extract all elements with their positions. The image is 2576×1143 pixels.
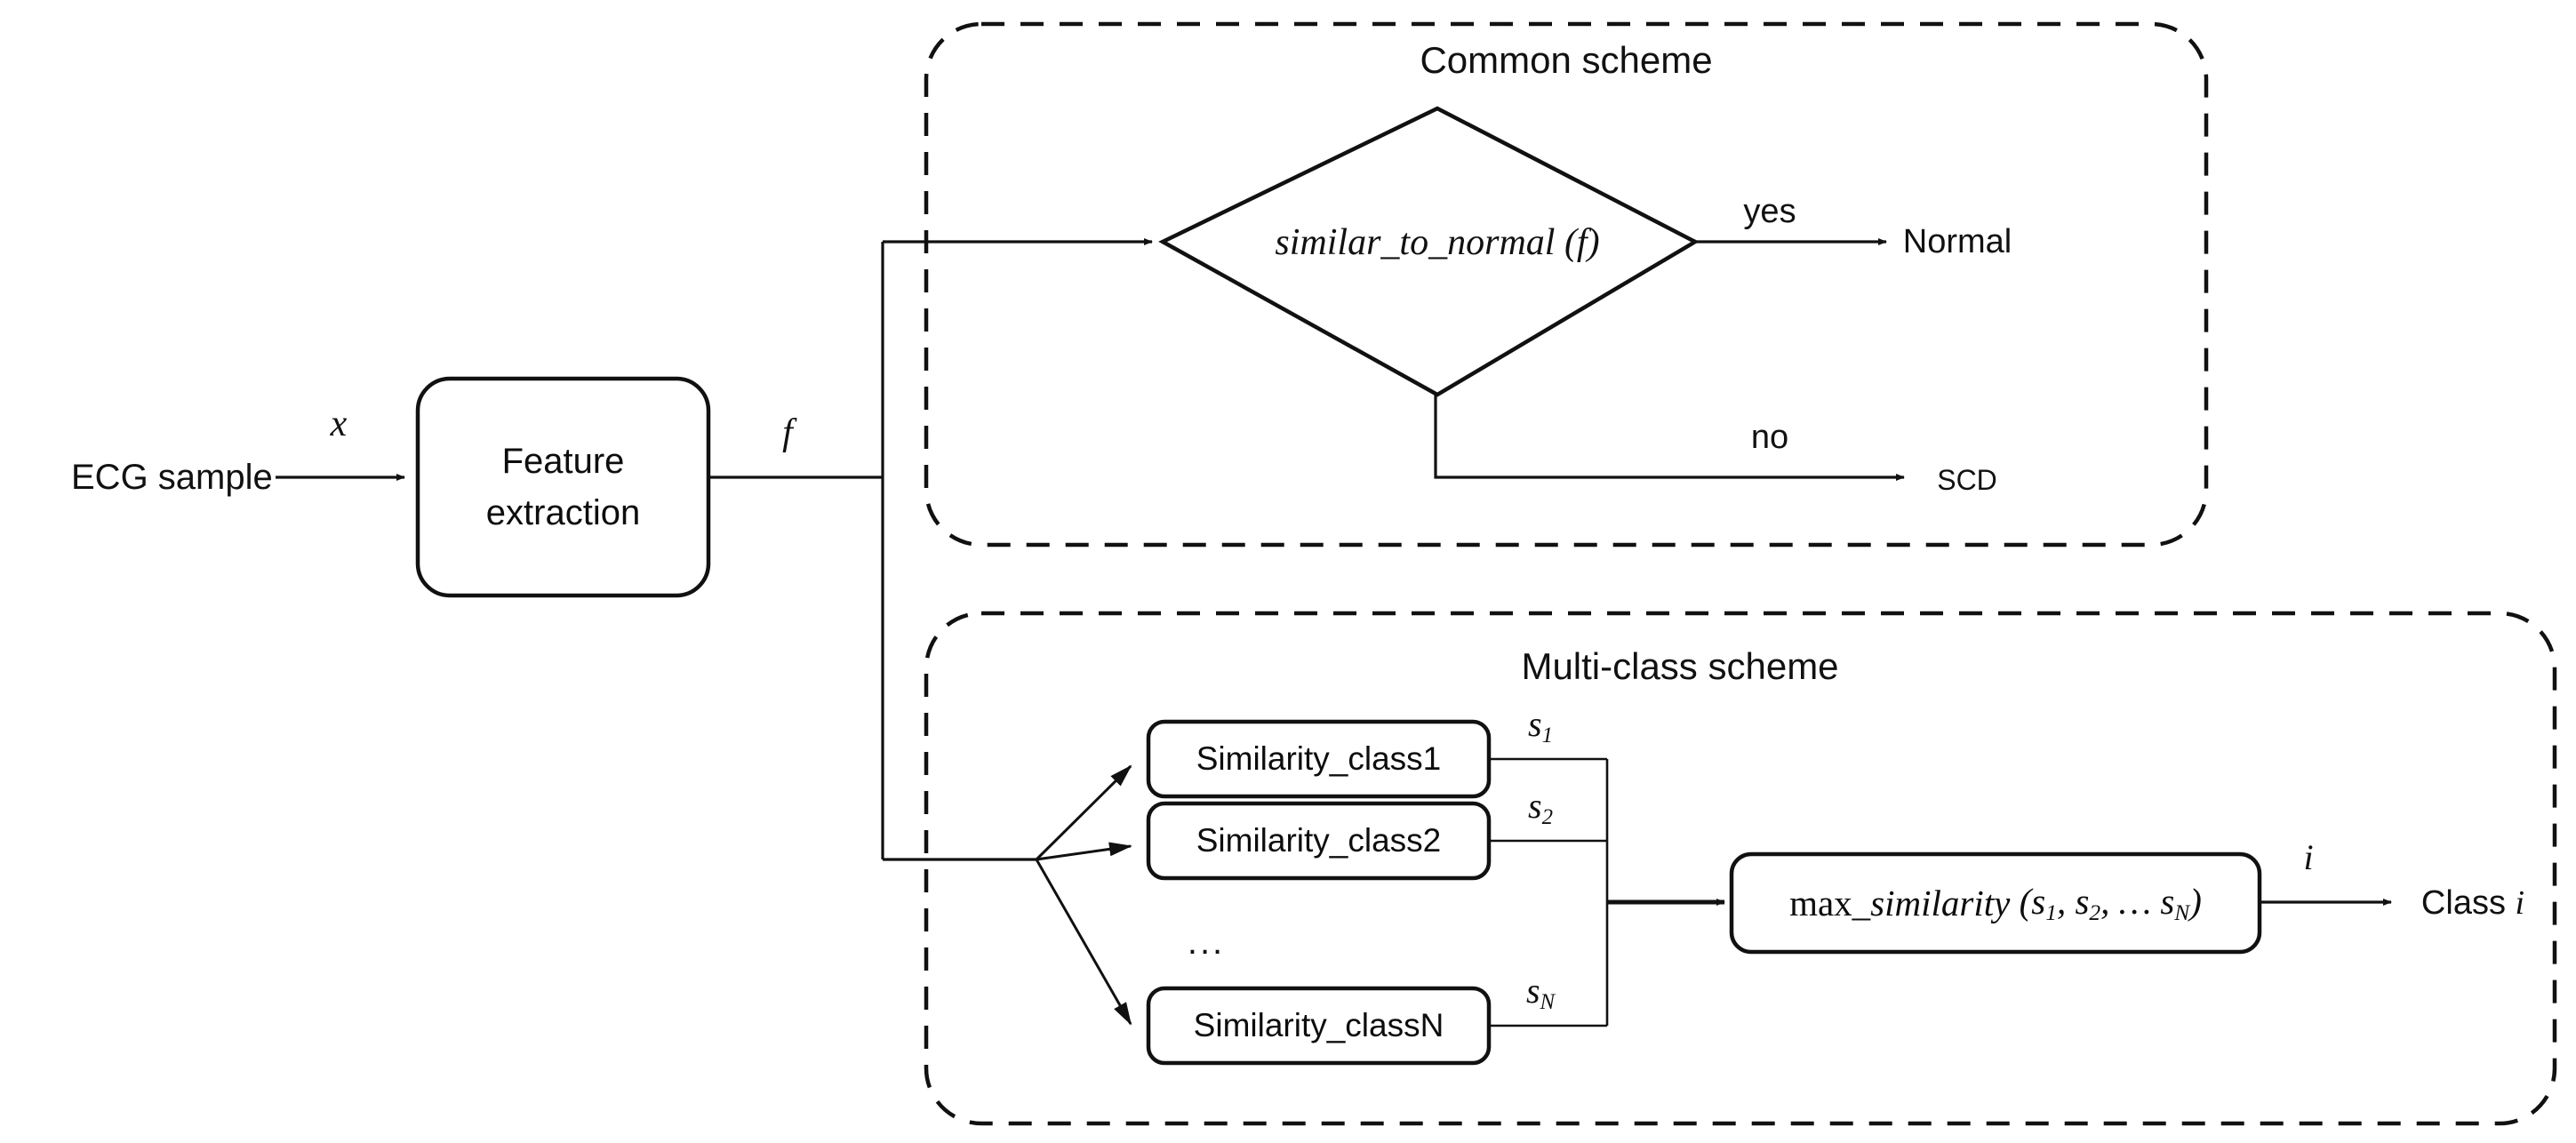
- similarity-class2-label: Similarity_class2: [1196, 822, 1442, 859]
- decision-function-name: similar_to_normal: [1275, 222, 1556, 263]
- feature-extraction-line2: extraction: [485, 493, 641, 532]
- edge-label-f: f: [782, 412, 793, 453]
- multiclass-scheme-title: Multi-class scheme: [1521, 645, 1839, 687]
- edge-label-sN: sN: [1525, 971, 1556, 1015]
- edge-label-s1: s1: [1528, 704, 1553, 748]
- outcome-normal: Normal: [1902, 223, 2012, 260]
- feature-extraction-label: Feature extraction: [418, 379, 708, 595]
- aggregator-prefix: max: [1789, 883, 1852, 923]
- edge-fanout-to-class2: [1036, 842, 1132, 861]
- similarity-blocks-ellipsis: ...: [1187, 923, 1226, 962]
- edge-label-s2: s2: [1528, 786, 1553, 830]
- common-scheme-group-border: [924, 21, 2209, 548]
- similarity-classN-label: Similarity_classN: [1193, 1007, 1444, 1043]
- feature-extraction-line1: Feature: [501, 442, 625, 481]
- edge-decision-no: [1434, 395, 1905, 481]
- feature-extraction-box: [415, 376, 711, 598]
- max-similarity-label: max_similarity (s1, s2, … sN): [1732, 854, 2260, 952]
- edge-fanout-to-class1: [1035, 764, 1132, 861]
- decision-label: similar_to_normal (f): [1275, 224, 1599, 261]
- input-label: ECG sample: [71, 458, 273, 497]
- edge-label-x: x: [330, 404, 348, 444]
- edge-fanout-to-classN: [1035, 859, 1132, 1026]
- similarity-class1-label: Similarity_class1: [1196, 740, 1442, 777]
- outcome-class-i: Class i: [2420, 884, 2525, 922]
- branch-label-yes: yes: [1743, 193, 1796, 230]
- decision-argument: (f): [1564, 222, 1600, 263]
- outcome-scd: SCD: [1937, 464, 1997, 496]
- aggregator-args: (s1, s2, … sN): [2010, 880, 2202, 926]
- common-scheme-title: Common scheme: [1420, 39, 1713, 81]
- branch-label-no: no: [1750, 419, 1789, 456]
- multiclass-scheme-group-border: [924, 611, 2557, 1126]
- edge-label-i: i: [2303, 837, 2314, 877]
- aggregator-name: _similarity: [1852, 883, 2011, 923]
